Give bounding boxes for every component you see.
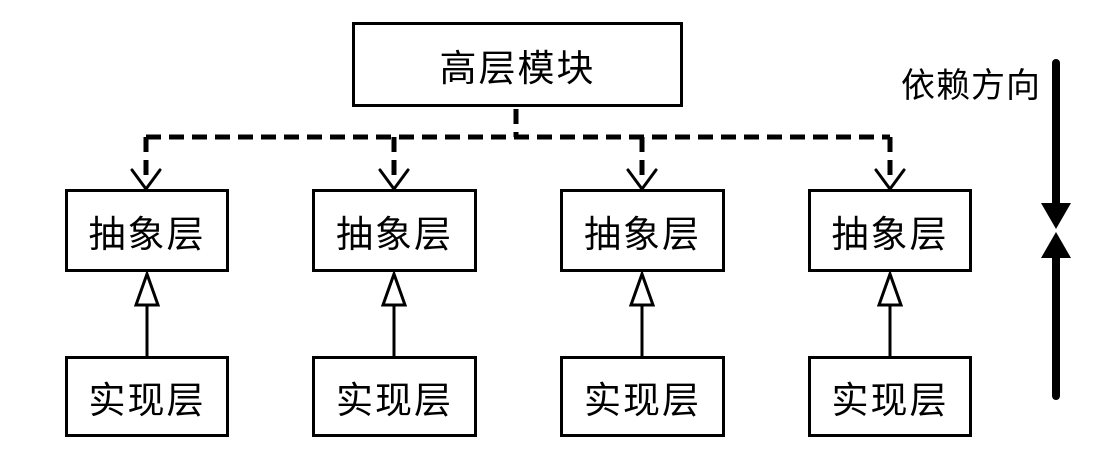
down-arrowhead-icon bbox=[1041, 203, 1071, 229]
dashed-dependency-connector bbox=[143, 109, 893, 179]
implementation-layer-box-2: 实现层 bbox=[312, 356, 477, 437]
hollow-triangle-icon-2 bbox=[380, 269, 408, 307]
implementation-layer-box-3: 实现层 bbox=[560, 356, 725, 437]
open-arrowheads bbox=[130, 168, 906, 192]
abstraction-layer-box-4: 抽象层 bbox=[808, 189, 972, 272]
abstraction-layer-box-1: 抽象层 bbox=[65, 189, 229, 272]
implementation-layer-box-1: 实现层 bbox=[65, 356, 229, 437]
hollow-triangle-icon-3 bbox=[628, 269, 656, 307]
dependency-direction-label: 依赖方向 bbox=[901, 66, 1041, 106]
hollow-triangle-icon-1 bbox=[133, 269, 161, 307]
abstraction-layer-box-3: 抽象层 bbox=[560, 189, 725, 272]
implementation-layer-box-4: 实现层 bbox=[808, 356, 972, 437]
hollow-triangle-icon-4 bbox=[876, 269, 904, 307]
abstraction-layer-box-2: 抽象层 bbox=[312, 189, 477, 272]
high-level-module-box: 高层模块 bbox=[352, 22, 683, 107]
dependency-direction-arrow bbox=[1041, 59, 1071, 400]
realization-arrows bbox=[133, 269, 904, 356]
up-arrowhead-icon bbox=[1041, 232, 1071, 258]
